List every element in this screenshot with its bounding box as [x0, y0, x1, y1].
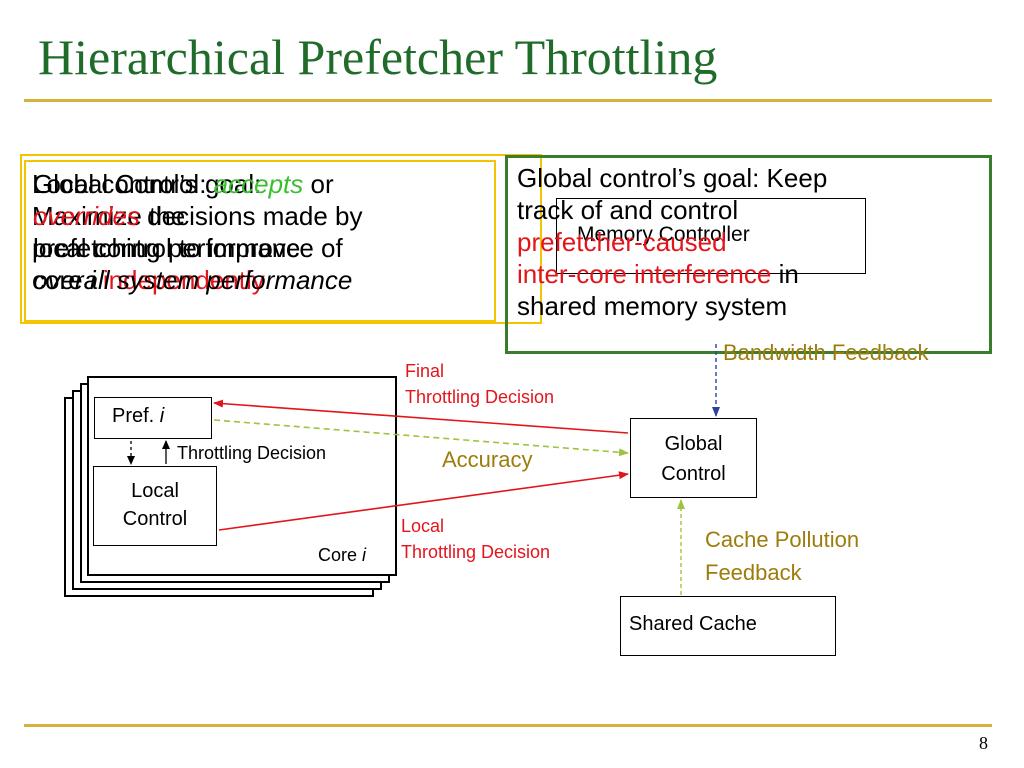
prefetcher-label: Pref. i: [112, 405, 165, 427]
local-goal-callout: Local control’s goal: Maximize the prefe…: [20, 154, 542, 324]
local-goal-line1: Local control’s goal:: [32, 169, 262, 199]
local-goal-line3: prefetching performance of: [32, 233, 343, 263]
local-control-box: Local Control: [93, 466, 217, 546]
global-accepts-callout: Global Control: accepts or overrides dec…: [24, 160, 496, 322]
local-control-label: Local Control: [122, 480, 188, 530]
page-number: 8: [979, 733, 988, 753]
global-goal-line3: prefetcher-caused: [517, 227, 727, 257]
memory-controller-label: Memory Controller: [577, 223, 750, 246]
local-goal-text: Local control’s goal: Maximize the prefe…: [32, 168, 343, 296]
global-goal-line2: track of and control: [517, 195, 739, 225]
slide-title: Hierarchical Prefetcher Throttling: [38, 29, 718, 85]
prefetcher-box: Pref. i: [94, 397, 212, 439]
accuracy-label: Accuracy: [442, 447, 533, 472]
global-goal-callout: Global control’s goal: Keep track of and…: [505, 155, 992, 354]
core-label: Core i: [318, 545, 367, 565]
global-accepts-line2: overrides decisions made by: [33, 201, 363, 231]
global-goal-text: Global control’s goal: Keep track of and…: [517, 162, 827, 322]
global-accepts-line4: overall system performance: [33, 265, 353, 295]
final-decision-arrow: [213, 399, 629, 434]
local-decision-arrow: [218, 471, 629, 531]
global-control-box: Global Control: [630, 418, 757, 498]
final-throttling-label: Final Throttling Decision: [405, 361, 555, 407]
title-rule: [24, 99, 992, 102]
bandwidth-feedback-label: Bandwidth Feedback: [723, 340, 929, 365]
accuracy-arrow: [213, 419, 629, 457]
shared-cache-box: Shared Cache: [620, 596, 836, 656]
shared-cache-label: Shared Cache: [629, 613, 757, 635]
footer-rule: [24, 724, 992, 727]
global-goal-line1: Global control’s goal: Keep: [517, 163, 828, 193]
global-control-label: Global Control: [661, 433, 726, 485]
local-goal-line4: core i independently: [32, 265, 265, 295]
local-throttling-label: Local Throttling Decision: [401, 516, 551, 562]
global-goal-line4: inter-core interference in: [517, 259, 799, 289]
memory-controller-box: Memory Controller: [556, 198, 866, 274]
cache-pollution-label: Cache Pollution Feedback: [705, 527, 860, 585]
local-goal-line2: Maximize the: [32, 201, 186, 231]
internal-throttling-label: Throttling Decision: [177, 443, 327, 463]
global-accepts-text: Global Control: accepts or overrides dec…: [33, 168, 363, 296]
global-goal-line5: shared memory system: [517, 291, 788, 321]
global-accepts-line1: Global Control: accepts or: [33, 169, 334, 199]
global-accepts-line3: local control to improve: [33, 233, 301, 263]
